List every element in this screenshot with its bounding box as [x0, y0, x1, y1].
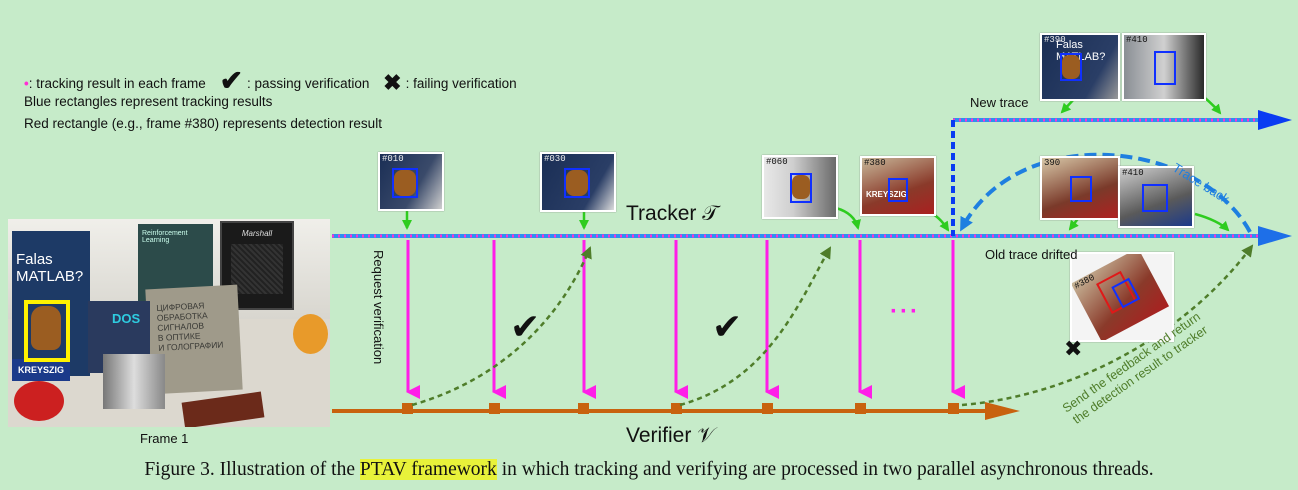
frame-number: #380: [864, 158, 886, 168]
new-trace-label: New trace: [970, 95, 1029, 110]
thumb-old-390: 390: [1040, 156, 1120, 220]
tracking-box: [888, 178, 908, 202]
caption-text: Figure 3. Illustration of the: [144, 459, 360, 480]
book3-title: Reinforcement Learning: [142, 230, 188, 244]
feedback-arc: [679, 246, 832, 407]
caption-highlight: PTAV framework: [359, 459, 497, 480]
red-tape: [14, 381, 64, 421]
check-mark-icon: ✔: [219, 65, 244, 96]
verifier-node: [402, 403, 413, 414]
kreyszig-label: KREYSZIG: [866, 190, 907, 199]
legend-tracking-result: : tracking result in each frame: [28, 76, 206, 91]
right-toy: [293, 314, 328, 354]
frame-number: #380: [1072, 272, 1097, 292]
rotated-detection-frame: #380: [1072, 254, 1170, 340]
thumb-frame-030: #030: [540, 152, 616, 212]
frame-number: #410: [1122, 168, 1144, 178]
frame-number: #410: [1126, 35, 1148, 45]
caption-text: in which tracking and verifying are proc…: [496, 459, 1154, 480]
tracking-box: [392, 168, 418, 198]
tracking-box: [1070, 176, 1092, 202]
tracker-label: Tracker 𝒯: [626, 202, 719, 225]
tracking-box: [1142, 184, 1168, 212]
legend-line-2: Blue rectangles represent tracking resul…: [24, 94, 273, 109]
frame1-image: Falas MATLAB? Reinforcement Learning Mar…: [8, 219, 330, 427]
brand-label: KREYSZIG: [17, 365, 64, 375]
new-trace-arrowhead: [1258, 110, 1292, 130]
frame-number: #390: [1044, 35, 1066, 45]
can: [103, 354, 165, 409]
verifier-nodes: [402, 403, 959, 414]
frame-number: #010: [382, 154, 404, 164]
thumb-frame-060: #060: [762, 155, 838, 219]
target-box-yellow: [24, 300, 70, 362]
frame-number: #030: [544, 154, 566, 164]
feedback-arc: [961, 244, 1254, 407]
thumb-arrow: [1204, 97, 1222, 115]
figure-caption: Figure 3. Illustration of the PTAV frame…: [0, 459, 1298, 481]
thumb-arrow: [1194, 212, 1230, 232]
frame-number: 390: [1044, 158, 1061, 168]
check-mark-icon: ✔: [712, 306, 743, 347]
legend-row: •: tracking result in each frame ✔: pass…: [24, 64, 517, 97]
verifier-node: [948, 403, 959, 414]
cross-mark-icon: ✖: [1064, 336, 1083, 361]
check-mark-icon: ✔: [510, 306, 541, 347]
thumb-detection-380: #380: [1070, 252, 1174, 342]
trace-back-arc: [960, 152, 1252, 233]
magenta-dot-icon: •: [24, 76, 29, 91]
thumb-frame-380: #380 KREYSZIG: [860, 156, 936, 216]
cross-mark-icon: ✖: [383, 70, 402, 95]
tracking-box: [564, 168, 590, 198]
verifier-node: [855, 403, 866, 414]
feedback-arc: [411, 246, 592, 407]
verifier-node: [671, 403, 682, 414]
dos-label: DOS: [112, 311, 141, 326]
tracker-arrowhead: [1258, 226, 1292, 246]
feedback-arrows: [411, 244, 1254, 407]
toy-figure: [31, 306, 61, 350]
thumb-old-410: #410: [1118, 166, 1194, 228]
book-title: Falas MATLAB?: [16, 251, 84, 285]
old-trace-label: Old trace drifted: [985, 247, 1078, 262]
thumb-arrow: [835, 206, 861, 230]
kreyszig-box: KREYSZIG: [12, 359, 70, 381]
amp-label: Marshall: [241, 229, 273, 238]
legend-passing: : passing verification: [247, 76, 370, 91]
verifier-node: [762, 403, 773, 414]
thumb-frame-010: #010: [378, 152, 444, 211]
legend-failing: : failing verification: [405, 76, 517, 91]
ellipsis: ···: [890, 298, 920, 325]
verifier-label: Verifier 𝒱: [626, 424, 715, 447]
legend-line-3: Red rectangle (e.g., frame #380) represe…: [24, 116, 382, 131]
frame-number: #060: [766, 157, 788, 167]
verifier-node: [489, 403, 500, 414]
request-arrows: [406, 240, 965, 399]
verifier-arrowhead: [985, 402, 1020, 420]
verifier-node: [578, 403, 589, 414]
request-verification-label: Request verification: [371, 250, 386, 365]
tracking-box: [1060, 53, 1082, 81]
tracking-box: [790, 173, 812, 203]
thumb-new-390: #390 Falas MATLAB?: [1040, 33, 1120, 101]
frame1-label: Frame 1: [140, 431, 189, 446]
tracking-box: [1154, 51, 1176, 85]
thumb-new-410: #410: [1122, 33, 1206, 101]
